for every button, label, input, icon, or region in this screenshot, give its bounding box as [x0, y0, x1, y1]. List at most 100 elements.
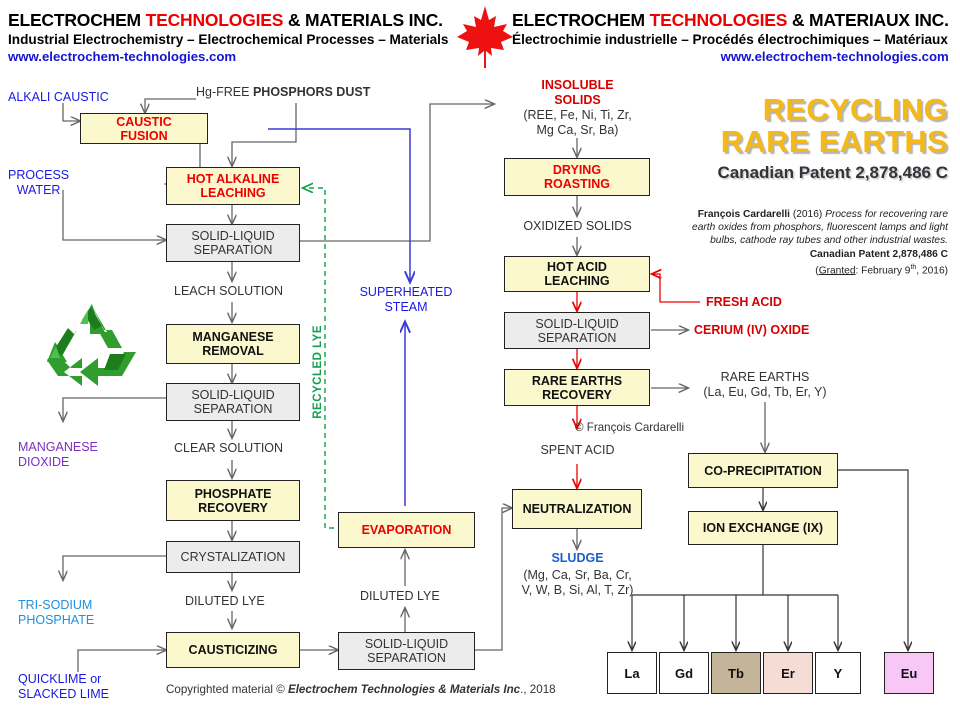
citation-patent: Canadian Patent 2,878,486 C [809, 248, 948, 260]
superheated-line2: STEAM [384, 299, 428, 314]
tagline-left: Industrial Electrochemistry – Electroche… [8, 32, 449, 47]
citation-granted-ordinal: th [910, 263, 917, 271]
header-right: ELECTROCHEM TECHNOLOGIES & MATERIAUX INC… [512, 10, 949, 64]
node-ion-exchange[interactable]: ION EXCHANGE (IX) [688, 511, 838, 545]
company-name-right: ELECTROCHEM TECHNOLOGIES & MATERIAUX INC… [512, 10, 949, 30]
recycling-symbol-icon [44, 300, 140, 397]
citation: François Cardarelli (2016) Process for r… [674, 208, 948, 277]
element-symbol-2: Tb [728, 665, 744, 681]
ion-exchange-label: ION EXCHANGE (IX) [702, 521, 824, 535]
ree-recovery-line2: RECOVERY [542, 387, 612, 402]
stream-insoluble-solids-composition: (REE, Fe, Ni, Ti, Zr, Mg Ca, Sr, Ba) [495, 108, 660, 137]
caustic-fusion-line2: FUSION [120, 128, 168, 143]
hot-acid-line1: HOT ACID [547, 260, 607, 274]
insoluble-line2: SOLIDS [554, 92, 601, 107]
inline-copyright: © François Cardarelli [575, 421, 685, 434]
citation-granted-date: : February 9 [855, 265, 911, 277]
quicklime-line2: SLACKED LIME [18, 686, 110, 701]
sludge-line2: (Mg, Ca, Sr, Ba, Cr, [523, 568, 632, 582]
process-water-line2: WATER [16, 182, 61, 197]
stream-alkali-caustic: ALKALI CAUSTIC [8, 90, 109, 104]
element-box-4[interactable]: Y [815, 652, 861, 694]
page-title: RECYCLING RARE EARTHS [721, 94, 948, 158]
node-co-precipitation[interactable]: CO-PRECIPITATION [688, 453, 838, 488]
rare-earths-line1: RARE EARTHS [720, 370, 810, 384]
element-symbol-3: Er [781, 665, 795, 681]
ree-recovery-line1: RARE EARTHS [531, 373, 623, 388]
element-box-5[interactable]: Eu [884, 652, 934, 694]
hot-alkaline-line1: HOT ALKALINE [186, 172, 280, 186]
stream-spent-acid: SPENT ACID [540, 443, 615, 457]
product-sludge: SLUDGE [551, 551, 604, 565]
insoluble-line3: (REE, Fe, Ni, Ti, Zr, [523, 108, 632, 122]
sls4-line2: SEPARATION [537, 330, 617, 345]
sls4-line1: SOLID-LIQUID [535, 316, 619, 331]
patent-number: Canadian Patent 2,878,486 C [717, 163, 948, 182]
insoluble-line1: INSOLUBLE [541, 78, 614, 92]
website-right[interactable]: www.electrochem-technologies.com [720, 49, 949, 64]
process-water-line1: PROCESS [8, 168, 70, 182]
phosphate-line2: RECOVERY [198, 500, 268, 515]
node-causticizing[interactable]: CAUSTICIZING [166, 632, 300, 668]
node-neutralization[interactable]: NEUTRALIZATION [512, 489, 642, 529]
sls1-line2: SEPARATION [193, 243, 273, 257]
sls3-line2: SEPARATION [367, 651, 446, 665]
citation-work: Process for recovering rare earth oxides… [692, 209, 948, 247]
citation-author: François Cardarelli [697, 209, 790, 220]
element-symbol-5: Eu [900, 665, 918, 681]
phosphate-line1: PHOSPHATE [194, 486, 272, 501]
drying-line1: DRYING [552, 163, 602, 177]
stream-diluted-lye-left: DILUTED LYE [185, 594, 265, 608]
node-evaporation[interactable]: EVAPORATION [338, 512, 475, 548]
stream-oxidized-solids: OXIDIZED SOLIDS [523, 219, 632, 233]
website-left[interactable]: www.electrochem-technologies.com [8, 49, 237, 64]
product-manganese-dioxide: MANGANESE DIOXIDE [18, 440, 98, 469]
title-line-1: RECYCLING [762, 92, 948, 127]
stream-fresh-acid: FRESH ACID [706, 295, 782, 309]
element-box-2[interactable]: Tb [711, 652, 761, 694]
stream-superheated-steam: SUPERHEATED STEAM [350, 285, 462, 314]
citation-granted-open: ( [815, 265, 819, 277]
rare-earths-line2: (La, Eu, Gd, Tb, Er, Y) [703, 384, 827, 399]
product-sludge-composition: (Mg, Ca, Sr, Ba, Cr, V, W, B, Si, Al, T,… [480, 568, 675, 597]
sls2-line2: SEPARATION [193, 402, 273, 416]
tri-sodium-line2: PHOSPHATE [18, 612, 95, 627]
crystalization-label: CRYSTALIZATION [180, 550, 286, 564]
citation-granted-close: , 2016) [916, 265, 948, 277]
sls1-line1: SOLID-LIQUID [191, 229, 275, 243]
stream-phosphors-dust: Hg-FREE PHOSPHORS DUST [196, 85, 371, 99]
manganese-dioxide-line2: DIOXIDE [18, 454, 70, 469]
stream-diluted-lye-mid: DILUTED LYE [360, 589, 440, 603]
drying-line2: ROASTING [544, 177, 610, 191]
copyright-footer: Copyrighted material © Electrochem Techn… [166, 683, 556, 696]
element-symbol-1: Gd [674, 665, 694, 681]
element-box-3[interactable]: Er [763, 652, 813, 694]
element-box-0[interactable]: La [607, 652, 657, 694]
caustic-fusion-line1: CAUSTIC [116, 114, 172, 129]
stream-insoluble-solids: INSOLUBLE SOLIDS [500, 78, 655, 107]
sls2-line1: SOLID-LIQUID [191, 388, 275, 402]
insoluble-line4: Mg Ca, Sr, Ba) [536, 122, 619, 137]
company-name-left: ELECTROCHEM TECHNOLOGIES & MATERIALS INC… [8, 10, 443, 30]
evaporation-label: EVAPORATION [361, 523, 452, 537]
product-rare-earths: RARE EARTHS (La, Eu, Gd, Tb, Er, Y) [690, 370, 840, 399]
node-crystalization[interactable]: CRYSTALIZATION [166, 541, 300, 573]
citation-granted-label: Granted [818, 265, 856, 277]
manganese-dioxide-line1: MANGANESE [18, 440, 98, 454]
footer-prefix: Copyrighted material © [166, 683, 288, 696]
sls3-line1: SOLID-LIQUID [364, 637, 449, 651]
stream-process-water: PROCESS WATER [8, 168, 69, 197]
element-box-1[interactable]: Gd [659, 652, 709, 694]
manganese-line1: MANGANESE [192, 330, 274, 344]
